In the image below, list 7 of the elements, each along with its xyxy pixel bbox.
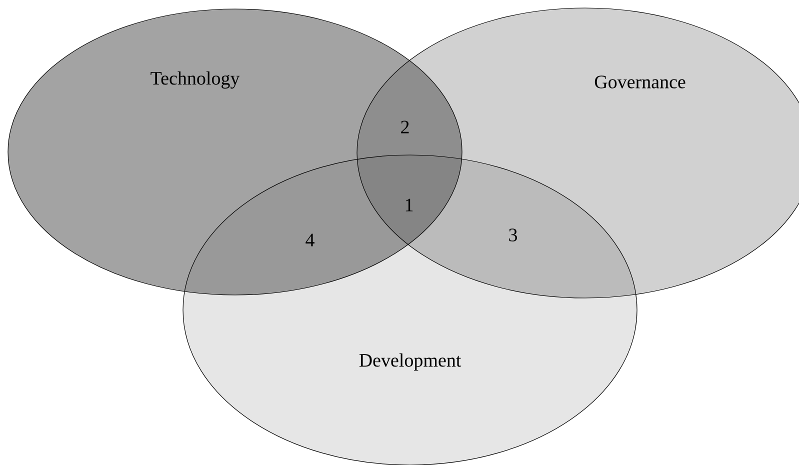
region-number: 1	[406, 198, 413, 212]
region-number: 2	[401, 120, 409, 134]
region-number: 4	[306, 234, 314, 246]
region-number: 3	[509, 228, 517, 242]
set-label: Development	[359, 353, 462, 371]
set-label: Technology	[150, 71, 240, 89]
set-label: Governance	[594, 76, 686, 88]
